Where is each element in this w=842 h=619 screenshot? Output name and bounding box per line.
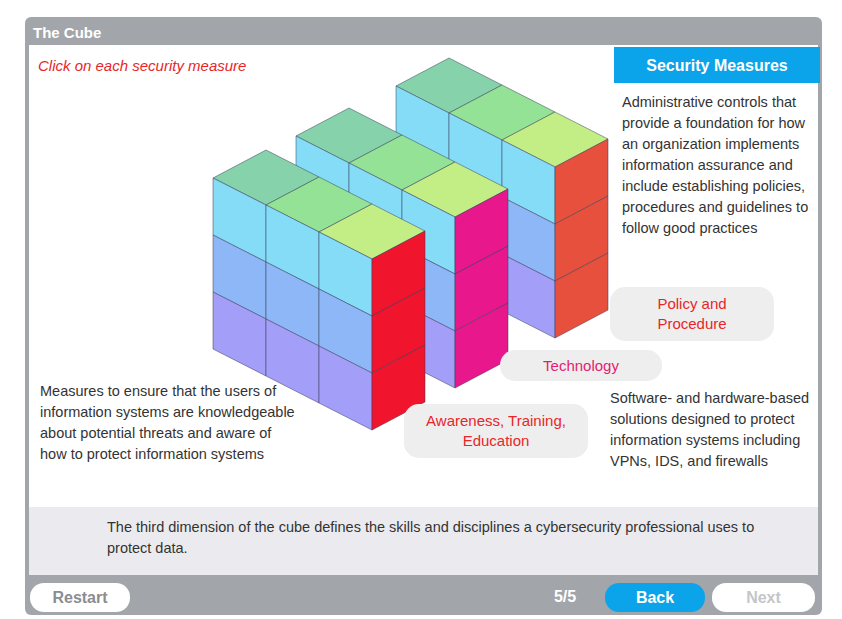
button-label: Security Measures [646,55,787,76]
description-text: Measures to ensure that the users of inf… [40,381,295,465]
button-label: Next [746,587,781,608]
caption-text: The third dimension of the cube defines … [107,517,787,559]
button-label: Back [636,587,674,608]
nav-button: Back [605,583,705,612]
nav-button: Next [712,583,815,612]
button-label: Restart [52,587,107,608]
description-text: Software- and hardware-based solutions d… [610,388,815,472]
button-label: Awareness, Training, Education [418,411,574,451]
button-label: Technology [543,356,619,376]
page-counter: 5/5 [535,586,595,608]
option-pill: Awareness, Training, Education [404,404,588,458]
option-pill: Policy and Procedure [610,287,774,341]
button-label: Policy and Procedure [632,294,752,334]
header-box: Security Measures [614,47,820,83]
description-text: Administrative controls that provide a f… [622,92,817,239]
title-text: The Cube [33,23,101,43]
nav-button: Restart [30,583,130,612]
option-pill: Technology [500,350,662,381]
instruction-text: Click on each security measure [38,56,318,76]
